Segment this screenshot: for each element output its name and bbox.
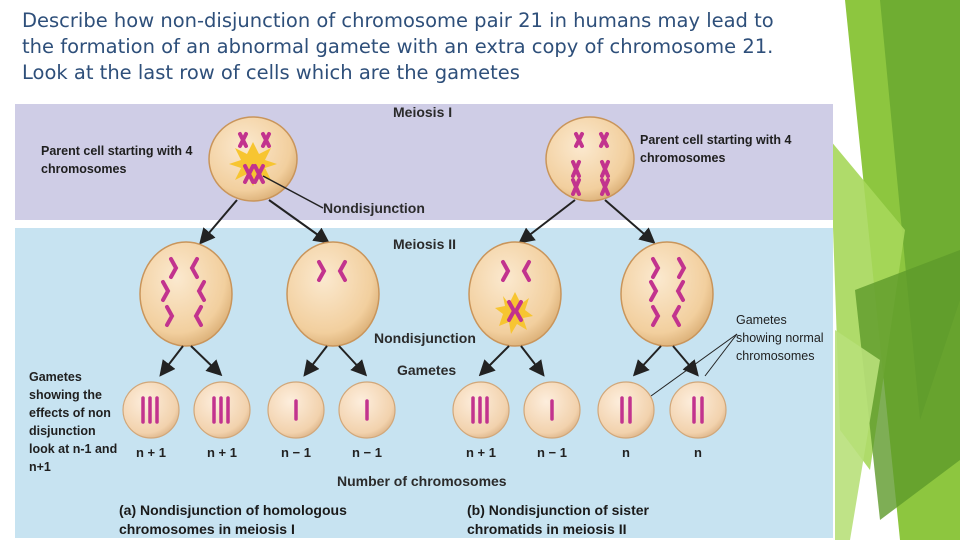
- gamete-count-2: n + 1: [207, 445, 237, 460]
- parent-cell-right-label: Parent cell starting with 4 chromosomes: [640, 133, 792, 165]
- meiosis-ii-cell-2: [286, 241, 380, 347]
- gamete-3: [267, 381, 325, 439]
- gamete-count-7: n: [622, 445, 630, 460]
- gamete-8: [669, 381, 727, 439]
- gamete-6: [523, 381, 581, 439]
- gametes-label: Gametes: [397, 362, 457, 378]
- gamete-count-6: n − 1: [537, 445, 567, 460]
- number-of-chromosomes-label: Number of chromosomes: [337, 473, 507, 489]
- meiosis-i-label: Meiosis I: [393, 104, 453, 120]
- meiosis-ii-cell-4: [620, 241, 714, 347]
- normal-gamete-pointers: [650, 333, 738, 397]
- parent-cell-left: [208, 116, 298, 202]
- gamete-count-1: n + 1: [136, 445, 166, 460]
- gamete-4: [338, 381, 396, 439]
- gamete-count-5: n + 1: [466, 445, 496, 460]
- gamete-1: [122, 381, 180, 439]
- gamete-2: [193, 381, 251, 439]
- left-note: Gametes showing the effects of non disju…: [29, 370, 118, 474]
- gamete-count-8: n: [694, 445, 702, 460]
- nondisjunction-label-2: Nondisjunction: [374, 330, 476, 346]
- caption-a: (a) Nondisjunction of homologous chromos…: [119, 502, 347, 537]
- right-note: Gametes showing normal chromosomes: [736, 313, 824, 363]
- caption-b: (b) Nondisjunction of sister chromatids …: [467, 502, 649, 537]
- arrows-meiosis-ii: [159, 345, 699, 377]
- gamete-count-4: n − 1: [352, 445, 382, 460]
- meiosis-i-band: [15, 104, 833, 220]
- meiosis-ii-cell-1: [139, 241, 233, 347]
- gamete-7: [597, 381, 655, 439]
- slide-title: Describe how non-disjunction of chromoso…: [22, 9, 774, 84]
- gamete-5: [452, 381, 510, 439]
- meiosis-figure: Meiosis I Meiosis II Parent cell startin…: [15, 104, 833, 538]
- parent-cell-left-label: Parent cell starting with 4 chromosomes: [41, 144, 193, 176]
- arrows-meiosis-i: [199, 199, 656, 245]
- meiosis-ii-cell-3: [468, 241, 562, 347]
- meiosis-ii-label: Meiosis II: [393, 236, 457, 252]
- parent-cell-right: [545, 116, 635, 202]
- meiosis-diagram: [122, 116, 738, 439]
- band-divider: [15, 220, 833, 228]
- gamete-count-3: n − 1: [281, 445, 311, 460]
- nondisjunction-label-1: Nondisjunction: [323, 200, 425, 216]
